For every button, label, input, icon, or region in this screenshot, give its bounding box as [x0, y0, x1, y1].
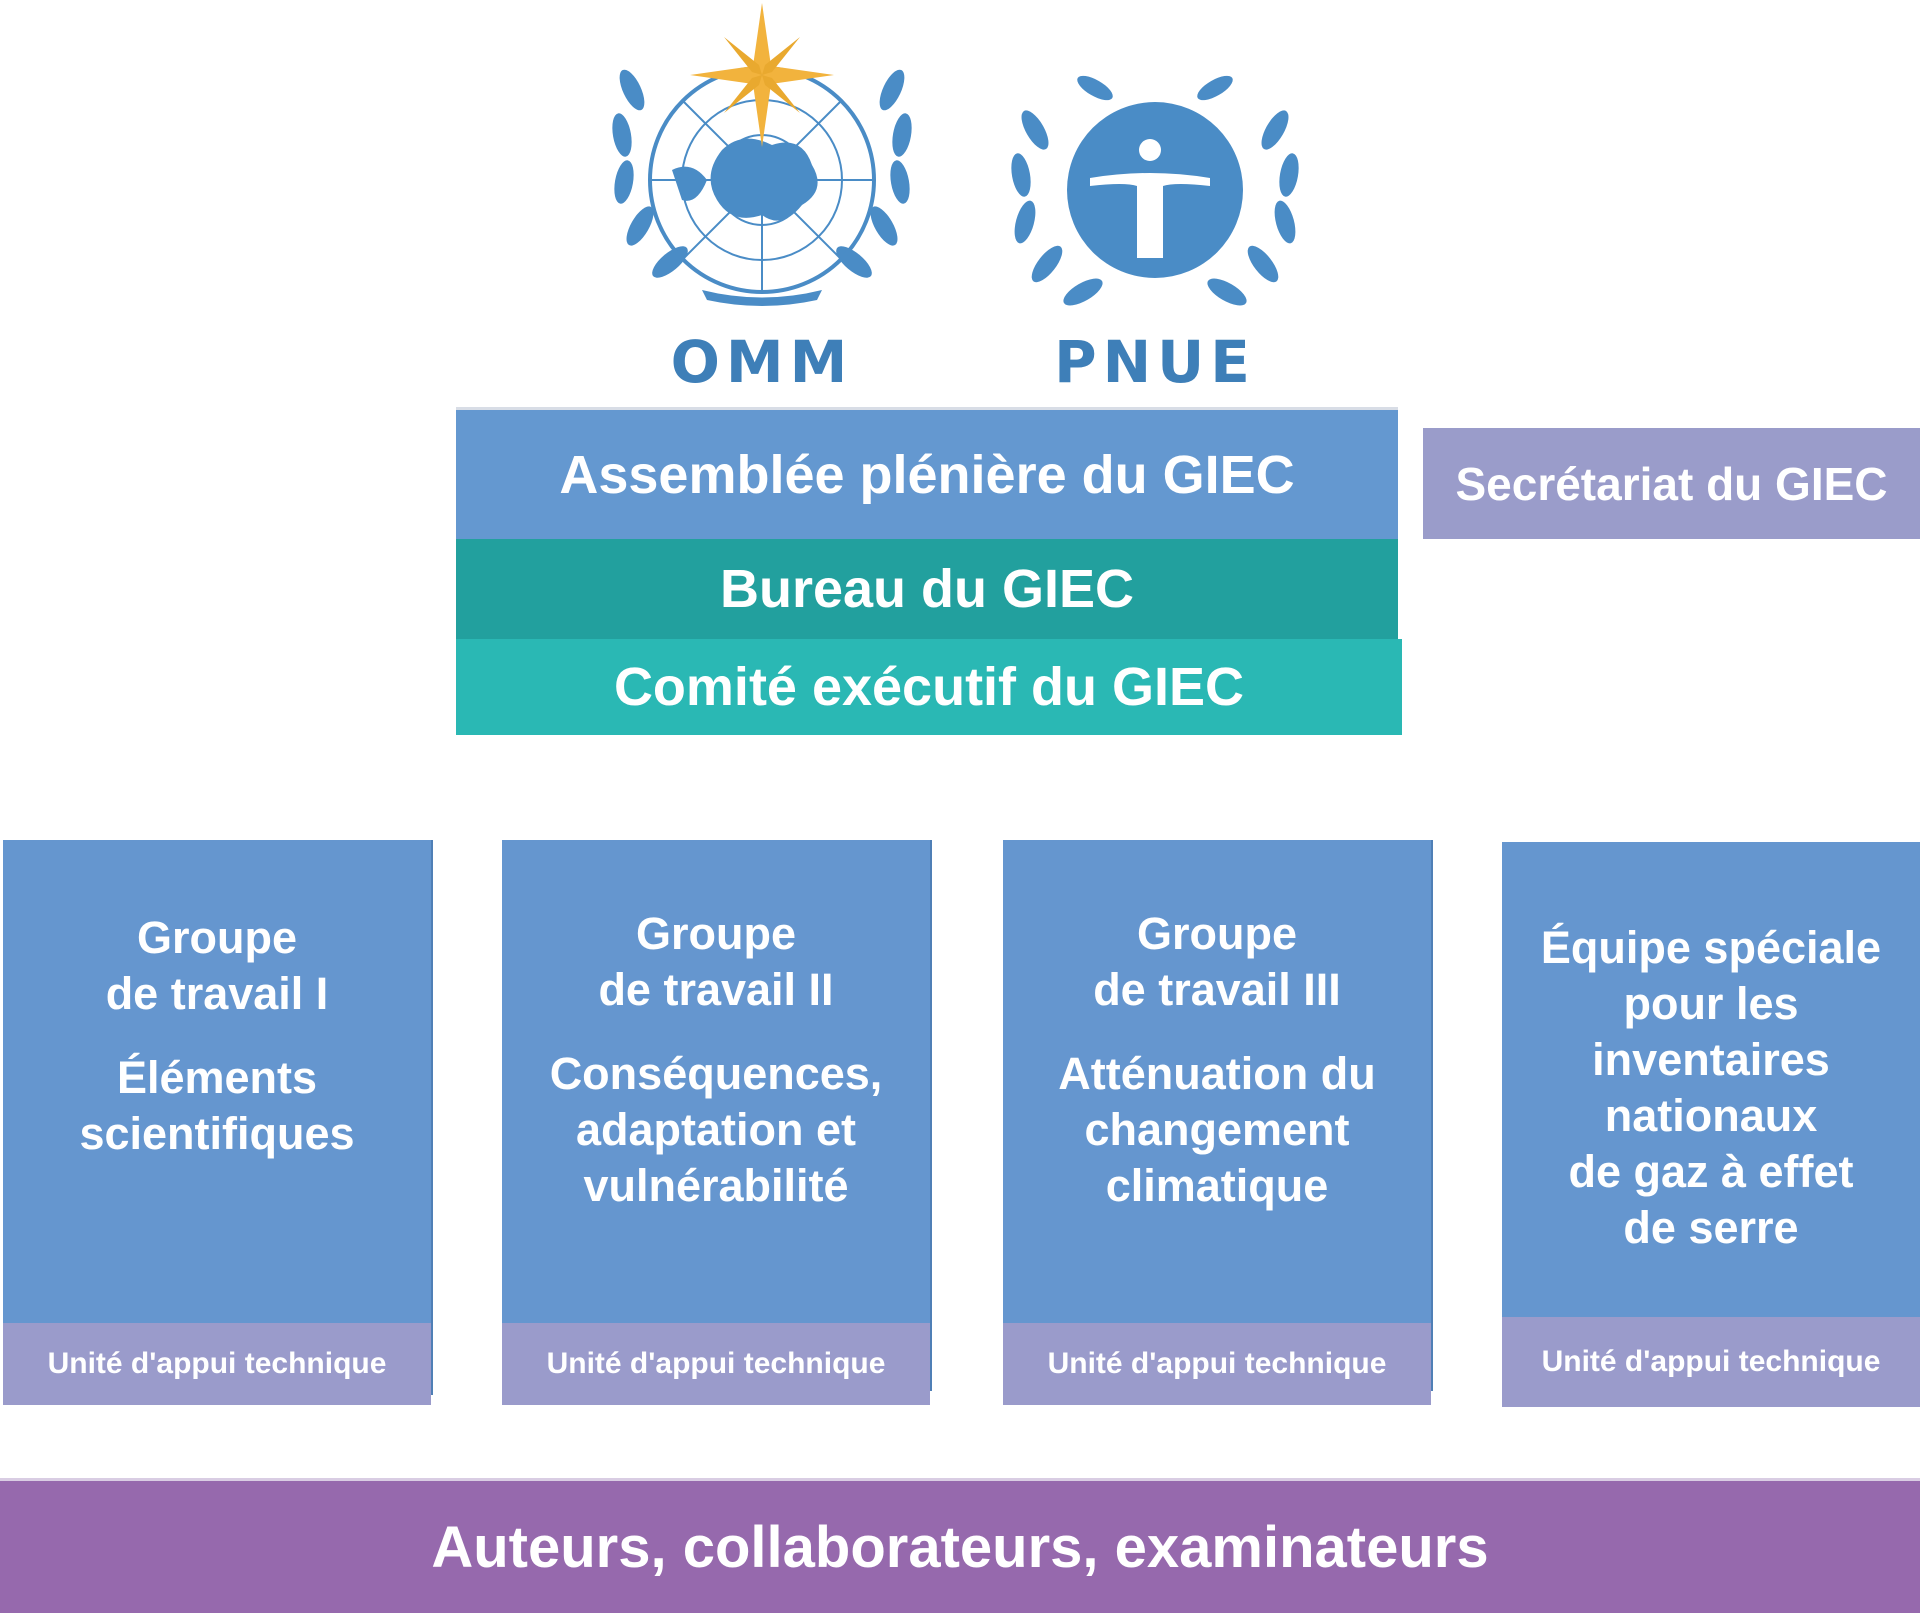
- task-force-body: Équipe spéciale pour les inventaires nat…: [1502, 842, 1920, 1397]
- wmo-emblem-icon: [612, 3, 912, 306]
- working-group-3-tsu: Unité d'appui technique: [1003, 1323, 1431, 1405]
- executive-committee-label: Comité exécutif du GIEC: [613, 657, 1245, 717]
- working-group-3-title-line2: de travail III: [1093, 964, 1341, 1015]
- working-group-1-body: Groupe de travail I Éléments scientifiqu…: [3, 840, 431, 1395]
- working-group-3-tsu-label: Unité d'appui technique: [1047, 1347, 1387, 1380]
- task-force-line: Équipe spéciale: [1540, 922, 1882, 973]
- authors-label: Auteurs, collaborateurs, examinateurs: [431, 1514, 1489, 1580]
- working-group-2-desc-line: Conséquences,: [549, 1048, 883, 1099]
- plenary-label: Assemblée plénière du GIEC: [559, 444, 1295, 505]
- secretariat-label: Secrétariat du GIEC: [1455, 457, 1888, 510]
- task-force-tsu: Unité d'appui technique: [1502, 1317, 1920, 1407]
- authors-bar: Auteurs, collaborateurs, examinateurs: [0, 1478, 1920, 1613]
- executive-committee-box: Comité exécutif du GIEC: [456, 639, 1402, 735]
- working-group-2-title: Groupe de travail II: [598, 906, 833, 1018]
- working-group-3-desc-line: changement: [1084, 1104, 1350, 1155]
- wmo-label: OMM: [670, 328, 854, 396]
- unep-logo: PNUE: [1005, 60, 1305, 400]
- task-force-title: Équipe spéciale pour les inventaires nat…: [1541, 920, 1881, 1256]
- working-group-1-description: Éléments scientifiques: [79, 1050, 354, 1162]
- working-group-2-title-line2: de travail II: [598, 964, 834, 1015]
- bureau-label: Bureau du GIEC: [719, 559, 1135, 619]
- task-force: Équipe spéciale pour les inventaires nat…: [1502, 842, 1920, 1407]
- task-force-line: pour les: [1623, 978, 1799, 1029]
- working-group-3-desc-line: Atténuation du: [1058, 1048, 1376, 1099]
- working-group-1-title: Groupe de travail I: [106, 910, 329, 1022]
- working-group-2-tsu-label: Unité d'appui technique: [546, 1347, 886, 1380]
- task-force-line: de serre: [1623, 1202, 1799, 1253]
- working-group-2-body: Groupe de travail II Conséquences, adapt…: [502, 840, 930, 1391]
- working-group-3-description: Atténuation du changement climatique: [1058, 1046, 1375, 1214]
- working-group-1-desc-line: scientifiques: [79, 1108, 355, 1159]
- working-group-3-desc-line: climatique: [1105, 1160, 1329, 1211]
- working-group-1-title-line1: Groupe: [136, 912, 297, 963]
- wmo-logo: OMM: [612, 0, 912, 400]
- working-group-3: Groupe de travail III Atténuation du cha…: [1003, 840, 1431, 1405]
- working-group-3-body: Groupe de travail III Atténuation du cha…: [1003, 840, 1431, 1391]
- unep-label: PNUE: [1054, 328, 1256, 396]
- working-group-3-title-line1: Groupe: [1136, 908, 1297, 959]
- task-force-tsu-label: Unité d'appui technique: [1541, 1345, 1881, 1378]
- working-group-1-tsu: Unité d'appui technique: [3, 1323, 431, 1405]
- task-force-line: nationaux: [1604, 1090, 1818, 1141]
- working-group-1-tsu-label: Unité d'appui technique: [47, 1347, 387, 1380]
- plenary-box: Assemblée plénière du GIEC: [456, 407, 1398, 539]
- task-force-line: de gaz à effet: [1568, 1146, 1854, 1197]
- working-group-2-description: Conséquences, adaptation et vulnérabilit…: [550, 1046, 883, 1214]
- working-group-2-title-line1: Groupe: [635, 908, 796, 959]
- working-group-1-title-line2: de travail I: [105, 968, 329, 1019]
- unep-emblem-icon: [1011, 75, 1299, 306]
- working-group-2-desc-line: adaptation et: [575, 1104, 856, 1155]
- bureau-box: Bureau du GIEC: [456, 539, 1398, 639]
- working-group-2-tsu: Unité d'appui technique: [502, 1323, 930, 1405]
- working-group-1-desc-line: Éléments: [116, 1052, 318, 1103]
- secretariat-box: Secrétariat du GIEC: [1423, 428, 1920, 539]
- working-group-2-desc-line: vulnérabilité: [583, 1160, 849, 1211]
- working-group-3-title: Groupe de travail III: [1093, 906, 1341, 1018]
- working-group-2: Groupe de travail II Conséquences, adapt…: [502, 840, 930, 1405]
- task-force-line: inventaires: [1592, 1034, 1830, 1085]
- working-group-1: Groupe de travail I Éléments scientifiqu…: [3, 840, 431, 1405]
